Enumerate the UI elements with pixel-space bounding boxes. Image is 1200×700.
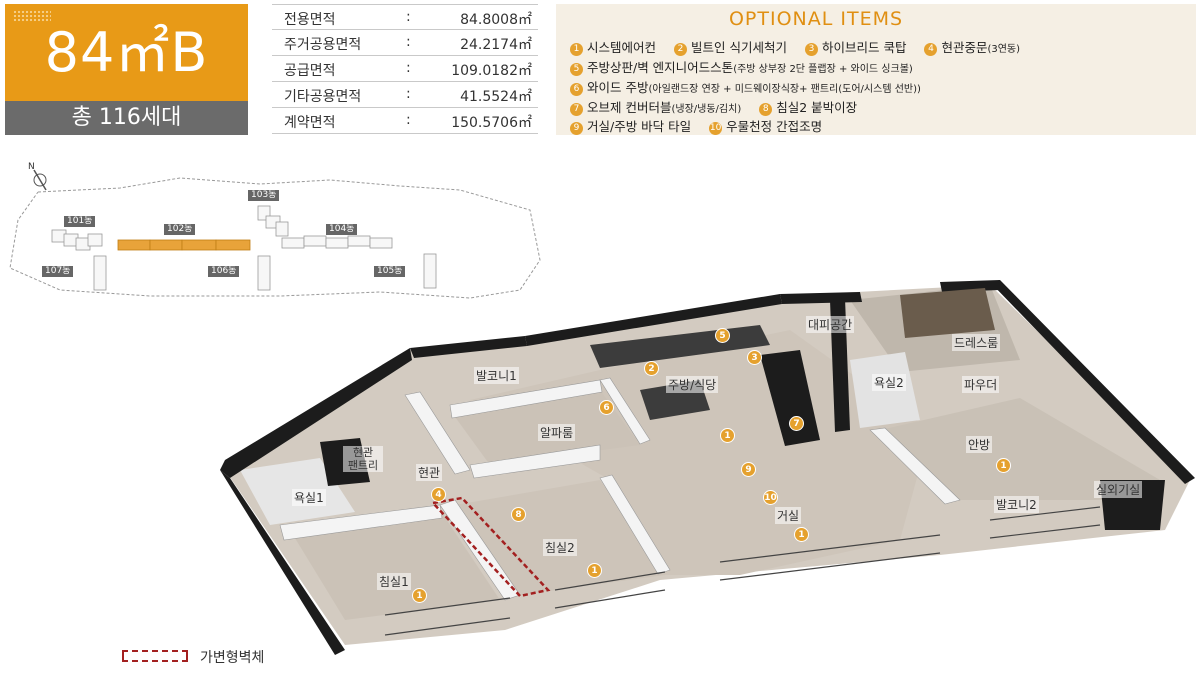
option-number: 3 bbox=[804, 43, 818, 56]
option-text: 하이브리드 쿡탑 bbox=[821, 40, 907, 55]
option-text: 우물천정 간접조명 bbox=[726, 119, 823, 134]
variable-wall-outline bbox=[430, 496, 551, 598]
option-text: 거실/주방 바닥 타일 bbox=[587, 119, 692, 134]
option-text: 침실2 붙박이장 bbox=[776, 100, 858, 115]
area-label: 공급면적 bbox=[284, 63, 336, 79]
option-item: 6 와이드 주방(아일랜드장 연장 + 미드웨이장식장+ 팬트리(도어/시스템 선… bbox=[570, 77, 921, 96]
option-row: 5 주방상판/벽 엔지니어드스톤(주방 상부장 2단 플랩장 + 와이드 싱크볼) bbox=[570, 57, 927, 77]
building-label: 107동 bbox=[42, 266, 74, 277]
building-101 bbox=[51, 229, 103, 251]
area-colon: : bbox=[406, 112, 411, 128]
optional-items-title: OPTIONAL ITEMS bbox=[728, 8, 904, 30]
compass-icon bbox=[33, 173, 47, 187]
option-number: 5 bbox=[570, 63, 583, 76]
building-label: 106동 bbox=[208, 266, 240, 277]
option-item: 2 빌트인 식기세척기 bbox=[674, 37, 787, 56]
area-value: 109.0182㎡ bbox=[451, 63, 532, 79]
decorative-dots bbox=[13, 10, 51, 22]
legend: 가변형벽체 bbox=[122, 648, 322, 668]
option-note: (아일랜드장 연장 + 미드웨이장식장+ 팬트리(도어/시스템 선반)) bbox=[648, 84, 921, 95]
north-label: N bbox=[28, 162, 35, 172]
unit-type-code: 84㎡B bbox=[44, 21, 209, 84]
building-106 bbox=[257, 255, 271, 291]
building-label: 104동 bbox=[326, 224, 358, 235]
building-105 bbox=[423, 253, 437, 289]
area-colon: : bbox=[406, 60, 411, 76]
option-item: 7 오브제 컨버터블(냉장/냉동/김치) bbox=[570, 97, 741, 116]
option-text: 시스템에어컨 bbox=[587, 40, 657, 55]
building-102 bbox=[117, 239, 251, 251]
area-label: 주거공용면적 bbox=[284, 37, 362, 53]
area-value: 41.5524㎡ bbox=[460, 89, 532, 105]
area-label: 계약면적 bbox=[284, 115, 336, 131]
area-colon: : bbox=[406, 86, 411, 102]
option-row: 6 와이드 주방(아일랜드장 연장 + 미드웨이장식장+ 팬트리(도어/시스템 선… bbox=[570, 77, 935, 97]
option-item: 5 주방상판/벽 엔지니어드스톤(주방 상부장 2단 플랩장 + 와이드 싱크볼) bbox=[570, 57, 913, 76]
area-table: 전용면적 : 84.8008㎡ 주거공용면적 : 24.2174㎡ 공급면적 :… bbox=[272, 4, 538, 134]
option-number: 7 bbox=[570, 103, 583, 116]
area-colon: : bbox=[406, 9, 411, 25]
building-label: 105동 bbox=[374, 266, 406, 277]
area-row: 기타공용면적 : 41.5524㎡ bbox=[272, 82, 538, 108]
area-row: 전용면적 : 84.8008㎡ bbox=[272, 4, 538, 30]
option-text: 오브제 컨버터블 bbox=[587, 100, 672, 115]
area-value: 84.8008㎡ bbox=[460, 12, 532, 28]
building-104 bbox=[281, 235, 393, 249]
area-value: 24.2174㎡ bbox=[460, 37, 532, 53]
building-label: 102동 bbox=[164, 224, 196, 235]
option-item: 1 시스템에어컨 bbox=[570, 37, 656, 56]
option-number: 9 bbox=[570, 122, 583, 135]
option-text: 빌트인 식기세척기 bbox=[691, 40, 787, 55]
option-number: 4 bbox=[924, 43, 938, 56]
option-number: 1 bbox=[570, 43, 583, 56]
legend-label: 가변형벽체 bbox=[200, 650, 265, 666]
area-row: 공급면적 : 109.0182㎡ bbox=[272, 56, 538, 82]
variable-wall-swatch bbox=[122, 650, 188, 662]
option-note: (주방 상부장 2단 플랩장 + 와이드 싱크볼) bbox=[733, 64, 913, 75]
building-103 bbox=[257, 205, 289, 237]
area-colon: : bbox=[406, 34, 411, 50]
option-number: 2 bbox=[674, 43, 687, 56]
building-107 bbox=[93, 255, 107, 291]
option-text: 현관중문 bbox=[941, 40, 988, 55]
building-label: 103동 bbox=[248, 190, 280, 201]
area-row: 주거공용면적 : 24.2174㎡ bbox=[272, 30, 538, 56]
option-text: 주방상판/벽 엔지니어드스톤 bbox=[587, 60, 734, 75]
area-label: 기타공용면적 bbox=[284, 89, 362, 105]
site-map-drawing bbox=[9, 169, 541, 299]
household-count: 총 116세대 bbox=[5, 101, 248, 135]
option-note: (냉장/냉동/김치) bbox=[671, 104, 742, 115]
option-note: (3연동) bbox=[987, 44, 1021, 55]
area-row: 계약면적 : 150.5706㎡ bbox=[272, 108, 538, 134]
area-label: 전용면적 bbox=[284, 12, 336, 28]
site-map: 101동 102동 103동 104동 105동 106동 107동 N bbox=[0, 150, 560, 300]
option-number: 8 bbox=[759, 103, 773, 116]
option-number: 6 bbox=[570, 83, 583, 96]
option-text: 와이드 주방 bbox=[587, 80, 649, 95]
unit-type-badge: 84㎡B bbox=[5, 4, 248, 101]
option-number: 10 bbox=[709, 122, 723, 135]
option-item: 9 거실/주방 바닥 타일 bbox=[570, 116, 691, 135]
building-label: 101동 bbox=[64, 216, 96, 227]
area-value: 150.5706㎡ bbox=[451, 115, 532, 131]
